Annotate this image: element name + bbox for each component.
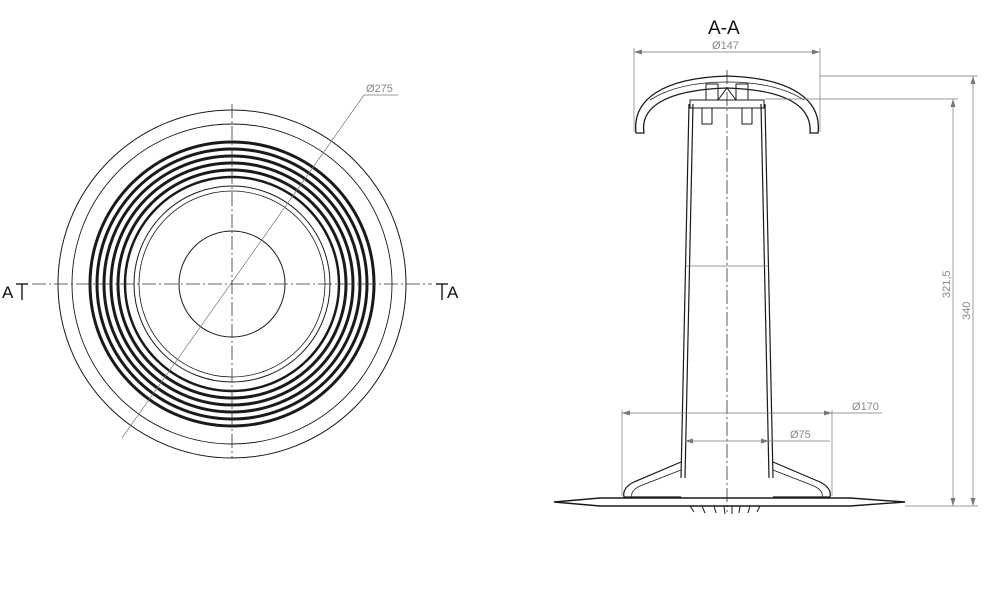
top-diameter-label: Ø275 [366,83,393,95]
section-mark-left-letter: A [2,283,14,302]
cap-dome-inner [649,81,805,101]
height-total-label: 340 [961,302,973,320]
section-mark-left: A [2,283,28,302]
pipe-wall-right [760,103,774,479]
cap-fitting-v [717,87,737,101]
pipe-wall-left [680,103,694,479]
section-title: A-A [708,18,740,39]
diameter-leader-line [121,94,365,439]
section-mark-right: A [436,283,459,302]
cap-fitting-block [705,83,719,101]
section-view: A-A Ø147 Ø170 [553,18,978,515]
flange-diameter-label: Ø170 [852,401,879,413]
flange-left [623,461,682,498]
cap-dome [635,75,819,134]
section-mark-right-letter: A [447,283,459,302]
base-membrane [553,497,906,507]
plan-view: Ø275 A A [2,83,459,459]
cap-fitting-block [735,83,749,101]
flange-right [772,461,831,498]
flange-right-inner [772,469,823,498]
cap-fitting [689,99,765,109]
cap-spacer [701,107,713,125]
base-ribs [689,505,761,515]
cap-diameter-label: Ø147 [712,40,739,52]
height-inner-label: 321,5 [941,270,953,298]
pipe-diameter-label: Ø75 [790,429,811,441]
cap-spacer [741,107,753,125]
flange-left-inner [631,469,682,498]
